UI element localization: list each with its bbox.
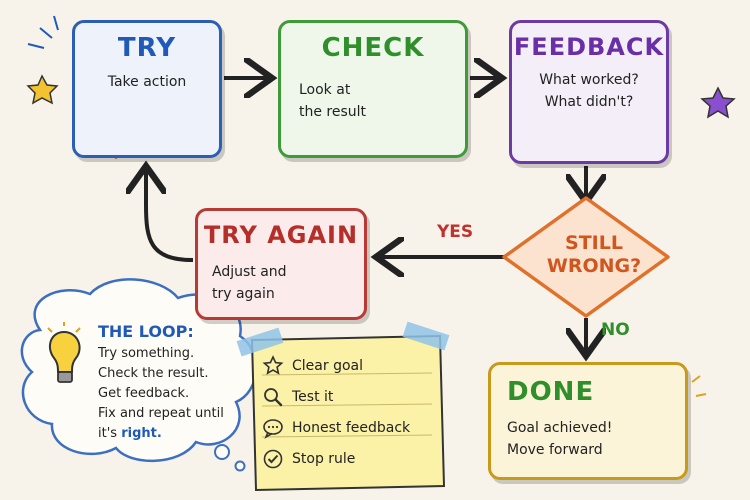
feedback-title: FEEDBACK	[513, 33, 665, 61]
checklist: Clear goal Test it Honest feedback Stop …	[262, 350, 432, 474]
feedback-line: What didn't?	[544, 94, 634, 110]
try-box: TRY Take action	[72, 20, 222, 158]
checklist-item: Honest feedback	[262, 412, 432, 443]
check-title: CHECK	[321, 33, 425, 63]
done-title: DONE	[507, 377, 595, 407]
check-line: Look at	[299, 82, 351, 98]
try-again-line: Adjust and	[212, 264, 287, 280]
star-icon-yellow	[26, 74, 59, 105]
done-line: Goal achieved!	[507, 420, 613, 436]
loop-line: Check the result.	[98, 366, 209, 381]
check-text: Look at the result	[299, 79, 366, 123]
decision-diamond	[502, 196, 670, 318]
done-text: Goal achieved! Move forward	[507, 417, 612, 461]
check-line: the result	[299, 104, 367, 120]
yes-label: YES	[437, 222, 474, 242]
loop-title: THE LOOP:	[98, 322, 194, 341]
try-again-title: TRY AGAIN	[203, 221, 359, 249]
magnifier-icon	[264, 387, 283, 406]
tape-right	[402, 321, 450, 351]
try-again-box: TRY AGAIN Adjust and try again	[195, 208, 367, 320]
decision-line: STILL	[565, 232, 623, 254]
try-again-line: try again	[212, 286, 275, 302]
checkmark-icon	[263, 449, 283, 468]
loop-note: THE LOOP: Try something. Check the resul…	[98, 322, 238, 444]
feedback-line: What worked?	[539, 72, 639, 88]
try-again-text: Adjust and try again	[212, 261, 287, 305]
done-line: Move forward	[507, 442, 603, 458]
checklist-label: Honest feedback	[292, 419, 411, 436]
decision-line: WRONG?	[546, 255, 642, 277]
try-title: TRY	[117, 33, 177, 63]
checklist-label: Clear goal	[292, 357, 363, 374]
arrow-tryagain-to-try	[146, 170, 194, 262]
no-label: NO	[601, 320, 630, 340]
checklist-label: Test it	[292, 388, 334, 405]
checklist-label: Stop rule	[292, 450, 356, 467]
loop-last-line: it's right.	[98, 424, 238, 444]
try-line: Take action	[107, 74, 187, 90]
star-icon-purple	[700, 86, 736, 119]
checklist-item: Clear goal	[262, 350, 432, 381]
loop-last-prefix: it's	[98, 426, 122, 441]
feedback-text: What worked? What didn't?	[512, 69, 666, 113]
star-icon	[262, 354, 284, 375]
decision-label: STILL WRONG?	[524, 232, 664, 278]
lightbulb-icon	[47, 322, 81, 383]
done-box: DONE Goal achieved! Move forward	[488, 362, 688, 480]
loop-line: Try something.	[98, 346, 195, 361]
loop-emphasis: right.	[121, 426, 162, 441]
loop-line: Fix and repeat until	[98, 406, 224, 421]
speech-bubble-icon	[263, 418, 283, 439]
feedback-box: FEEDBACK What worked? What didn't?	[509, 20, 669, 164]
loop-line: Get feedback.	[98, 386, 190, 401]
checklist-item: Stop rule	[262, 443, 432, 474]
sticky-note	[236, 321, 450, 492]
try-text: Take action	[75, 71, 219, 93]
thought-cloud	[20, 278, 258, 472]
checklist-item: Test it	[262, 381, 432, 412]
check-box: CHECK Look at the result	[278, 20, 468, 158]
tape-left	[236, 327, 284, 357]
